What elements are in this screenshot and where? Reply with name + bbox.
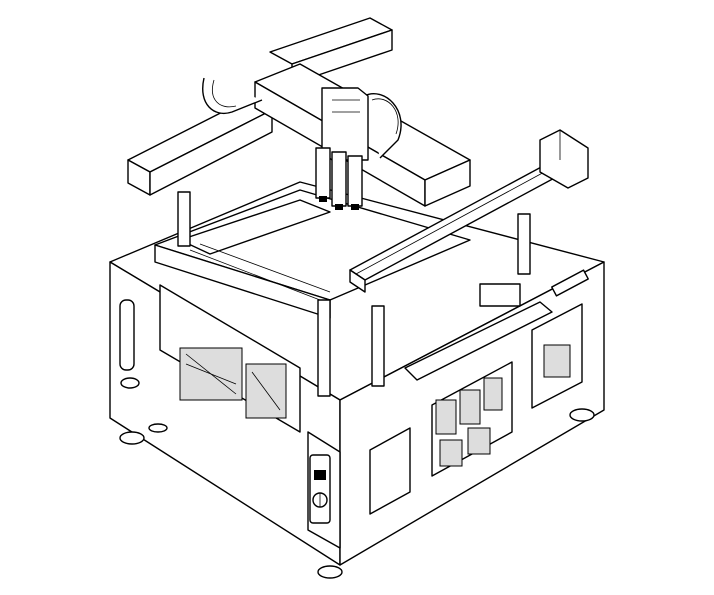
gantry-y-rails [127, 17, 393, 196]
power-supply [543, 344, 571, 378]
pusher-bar [404, 301, 553, 381]
right-face-opening-1 [369, 427, 411, 515]
post-mid [371, 305, 385, 387]
foot-right [569, 408, 595, 422]
relay-module-2 [459, 389, 481, 425]
nozzle-1 [315, 147, 331, 199]
switch-window [314, 470, 326, 480]
foot-front-left [119, 431, 145, 445]
cable-chains [202, 77, 402, 159]
left-rail-side [149, 109, 273, 196]
actuator-end [349, 269, 366, 293]
foot-front [317, 565, 343, 579]
nozzle-tip-1 [319, 196, 327, 202]
control-switch-box [309, 454, 331, 524]
electrical-panels [179, 344, 571, 467]
conveyor-deck [154, 189, 553, 381]
nozzle-2 [331, 151, 347, 207]
relay-module-1 [435, 399, 457, 435]
nozzle-tip-2 [335, 204, 343, 210]
post-left [177, 191, 191, 247]
feeder-rack [179, 199, 331, 255]
pusher-motor [479, 283, 521, 307]
x-beam-end [424, 159, 471, 207]
cable-chain-right [363, 93, 402, 159]
relay-module-3 [483, 377, 503, 411]
leveling-feet [119, 377, 595, 579]
foot-left-mid [120, 377, 140, 389]
left-side-slot [119, 299, 135, 371]
relay-module-5 [467, 427, 491, 455]
foot-back-left [148, 423, 168, 433]
cable-chain-left [202, 77, 263, 114]
relay-module-4 [439, 439, 463, 467]
nozzle-tip-3 [351, 204, 359, 210]
right-side-slot [551, 269, 589, 297]
nozzle-3 [347, 155, 363, 207]
post-right [517, 213, 531, 275]
tool-head [315, 87, 369, 210]
post-front [317, 299, 331, 397]
support-posts [177, 191, 531, 397]
linear-actuator [349, 129, 589, 293]
